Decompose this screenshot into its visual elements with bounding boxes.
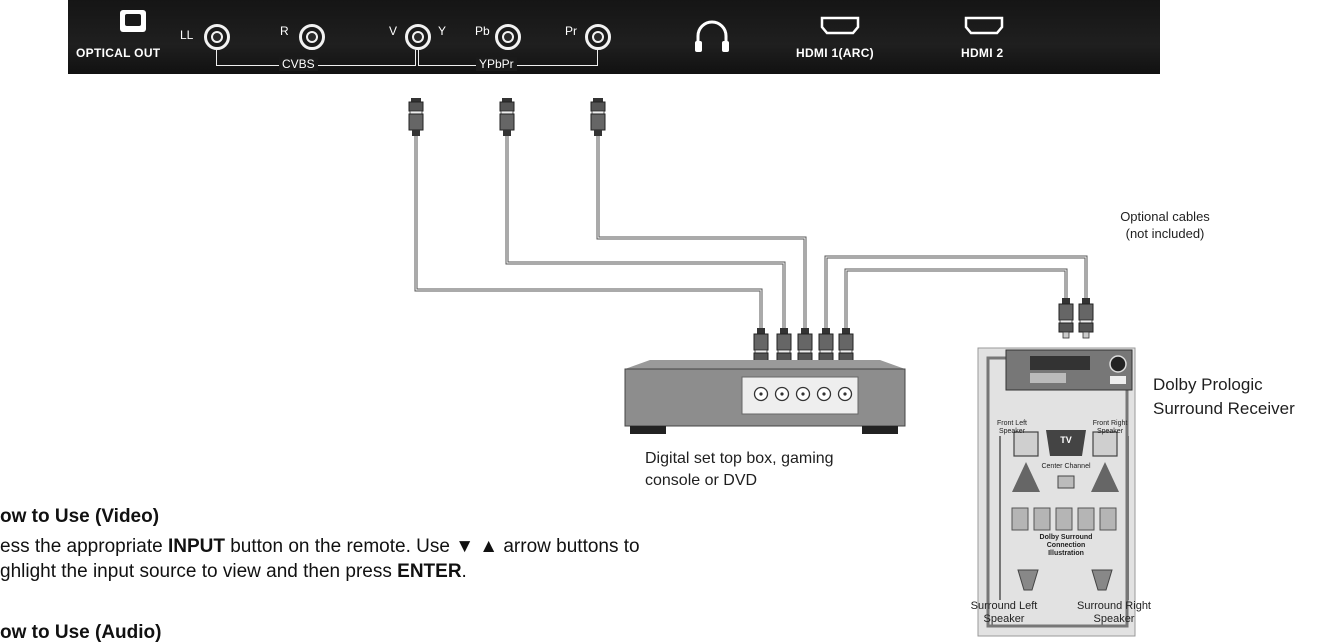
cable-audio-l [824, 255, 1088, 330]
plug-video-y [408, 97, 424, 137]
optional-cables-label: Optional cables (not included) [1120, 209, 1210, 241]
surround-receiver-illustration [977, 347, 1136, 637]
y-label: Y [438, 24, 447, 38]
r-audio-jack-icon [299, 24, 325, 50]
tv-back-panel: OPTICAL OUT LL R V Y Pb Pr CVBS YPbPr HD… [68, 0, 1160, 74]
surround-left-speaker-label: Surround Left Speaker [970, 600, 1038, 625]
headphone-icon [695, 20, 729, 52]
video-instruction-line-1: ess the appropriate INPUT button on the … [0, 536, 640, 557]
front-left-speaker-label: Front Left Speaker [997, 420, 1027, 435]
plug-video-pr [590, 97, 606, 137]
center-channel-label: Center Channel [1041, 463, 1091, 470]
v-y-video-jack-icon [405, 24, 431, 50]
ll-label: LL [180, 28, 194, 42]
pr-video-jack-icon [585, 24, 611, 50]
hdmi-1-port-icon [820, 16, 860, 35]
cvbs-label: CVBS [279, 57, 318, 71]
cable-audio-r [844, 268, 1068, 330]
v-label: V [389, 24, 398, 38]
pr-label: Pr [565, 24, 577, 38]
plug-video-pb [499, 97, 515, 137]
set-top-box [624, 360, 906, 434]
cable-pr [596, 136, 807, 330]
optical-port-icon [120, 10, 146, 32]
hdmi-2-label: HDMI 2 [961, 46, 1004, 60]
cable-y [414, 136, 763, 330]
receiver-label: Dolby Prologic Surround Receiver [1153, 375, 1295, 418]
pb-video-jack-icon [495, 24, 521, 50]
cable-pb [505, 136, 786, 330]
video-section-heading: ow to Use (Video) [0, 506, 160, 527]
hdmi-1-label: HDMI 1(ARC) [796, 46, 874, 60]
r-label: R [280, 24, 289, 38]
ll-audio-jack-icon [204, 24, 230, 50]
hdmi-2-port-icon [964, 16, 1004, 35]
dolby-illustration-label: Dolby Surround Connection Illustration [1039, 534, 1093, 557]
device-label: Digital set top box, gaming console or D… [645, 450, 834, 489]
audio-section-heading: ow to Use (Audio) [0, 622, 162, 643]
ypbpr-label: YPbPr [476, 57, 517, 71]
surround-right-speaker-label: Surround Right Speaker [1077, 600, 1151, 625]
tv-label: TV [1060, 435, 1072, 445]
pb-label: Pb [475, 24, 490, 38]
optical-out-label: OPTICAL OUT [76, 46, 161, 60]
video-instruction-line-2: ghlight the input source to view and the… [0, 561, 467, 582]
front-right-speaker-label: Front Right Speaker [1092, 420, 1128, 435]
